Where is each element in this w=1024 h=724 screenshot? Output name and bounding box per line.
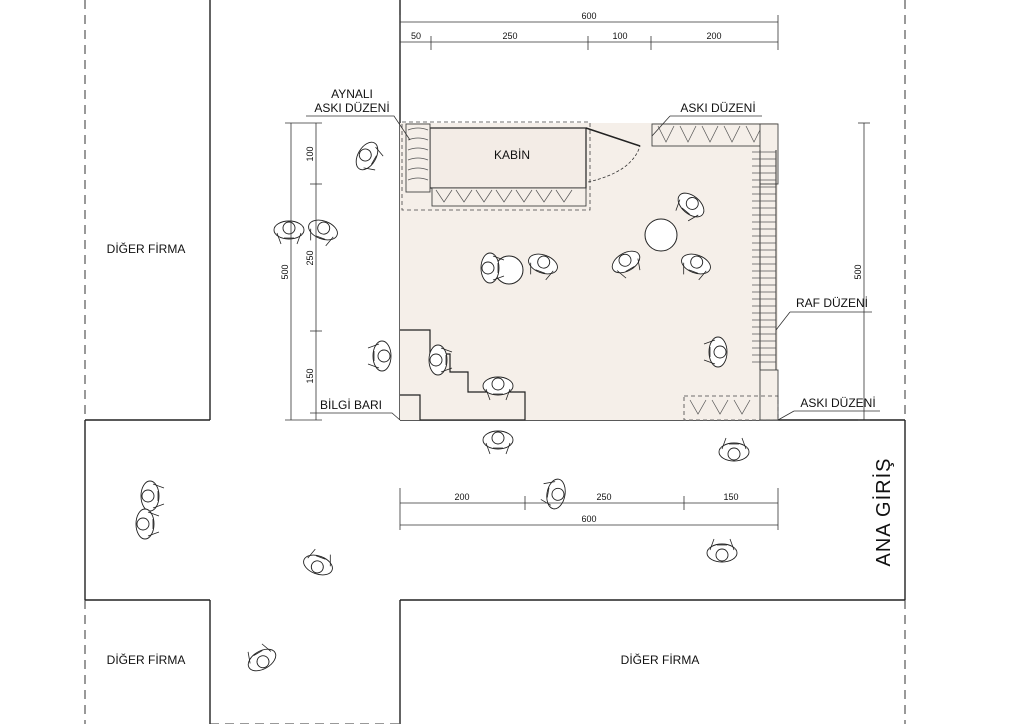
person-figure (703, 336, 728, 368)
dim-bottom-total: 600 (581, 514, 596, 524)
info-bar-counter (400, 329, 526, 421)
label-mirrored-hanger-2: ASKI DÜZENİ (314, 101, 389, 115)
cabin-door-swing (585, 127, 641, 183)
unit-dashed-boundaries (84, 0, 906, 724)
person-figure (135, 508, 160, 540)
bottom-hanger-dashed-zone (683, 395, 779, 421)
person-figure (428, 344, 453, 376)
dim-left-seg-2: 250 (305, 250, 315, 265)
dim-left-seg-3: 150 (305, 368, 315, 383)
person-figure (681, 253, 711, 281)
person-figure (482, 376, 514, 401)
person-figure (611, 250, 641, 279)
dim-left-seg-1: 100 (305, 146, 315, 161)
label-main-entrance: ANA GİRİŞ (872, 457, 895, 566)
top-right-hanger-vertical (759, 123, 779, 185)
person-figure (528, 253, 558, 281)
cabin-hanger-rack (431, 187, 587, 207)
label-other-firm-left: DİĞER FİRMA (107, 241, 186, 256)
dim-top-seg-4: 200 (706, 31, 721, 41)
dim-right-total: 500 (853, 264, 863, 279)
person-figure (706, 538, 738, 563)
person-figure (540, 478, 566, 510)
person-figure (247, 643, 277, 672)
mirrored-hanger-items (407, 127, 429, 181)
cabin-hanger-items (435, 189, 573, 203)
person-figure (355, 141, 384, 171)
label-mirrored-hanger-1: AYNALI (331, 87, 373, 101)
person-figure (480, 252, 505, 284)
person-figure (718, 437, 750, 462)
dim-top-total: 600 (581, 11, 596, 21)
label-other-firm-bottom-right: DİĞER FİRMA (621, 652, 700, 667)
dim-top-seg-1: 50 (411, 31, 421, 41)
left-dimensions: 500 100 250 150 (280, 122, 322, 421)
person-figure (308, 219, 338, 247)
dim-left-total: 500 (280, 264, 290, 279)
label-hanger-top: ASKI DÜZENİ (680, 101, 755, 115)
top-hanger-items (657, 125, 763, 143)
person-figure (140, 480, 165, 512)
right-dimension: 500 (853, 122, 870, 421)
dim-bottom-seg-1: 200 (454, 492, 469, 502)
person-figure (367, 340, 392, 372)
bottom-hanger-items (689, 399, 751, 415)
person-figure (482, 430, 514, 455)
mirrored-hanger-dashed-zone (401, 121, 591, 211)
label-other-firm-bottom-left: DİĞER FİRMA (107, 652, 186, 667)
label-shelf-system: RAF DÜZENİ (796, 296, 868, 310)
top-dimensions: 600 50 250 100 200 (399, 11, 779, 50)
people-figures (135, 141, 750, 672)
round-table (644, 218, 678, 252)
dim-bottom-seg-3: 150 (723, 492, 738, 502)
bottom-dimensions: 200 250 150 600 (399, 488, 779, 530)
person-figure (303, 548, 333, 576)
leader-lines (306, 115, 880, 421)
person-figure (273, 220, 305, 245)
fitting-cabin (429, 127, 587, 189)
label-info-bar: BİLGİ BARI (320, 398, 382, 412)
dim-top-seg-2: 250 (502, 31, 517, 41)
dim-bottom-seg-2: 250 (596, 492, 611, 502)
person-figure (675, 192, 705, 222)
shelf-lines (752, 151, 776, 363)
label-hanger-bottom: ASKI DÜZENİ (800, 396, 875, 410)
label-cabin: KABİN (494, 148, 530, 162)
dim-top-seg-3: 100 (612, 31, 627, 41)
bottom-hanger-vertical (759, 369, 779, 421)
